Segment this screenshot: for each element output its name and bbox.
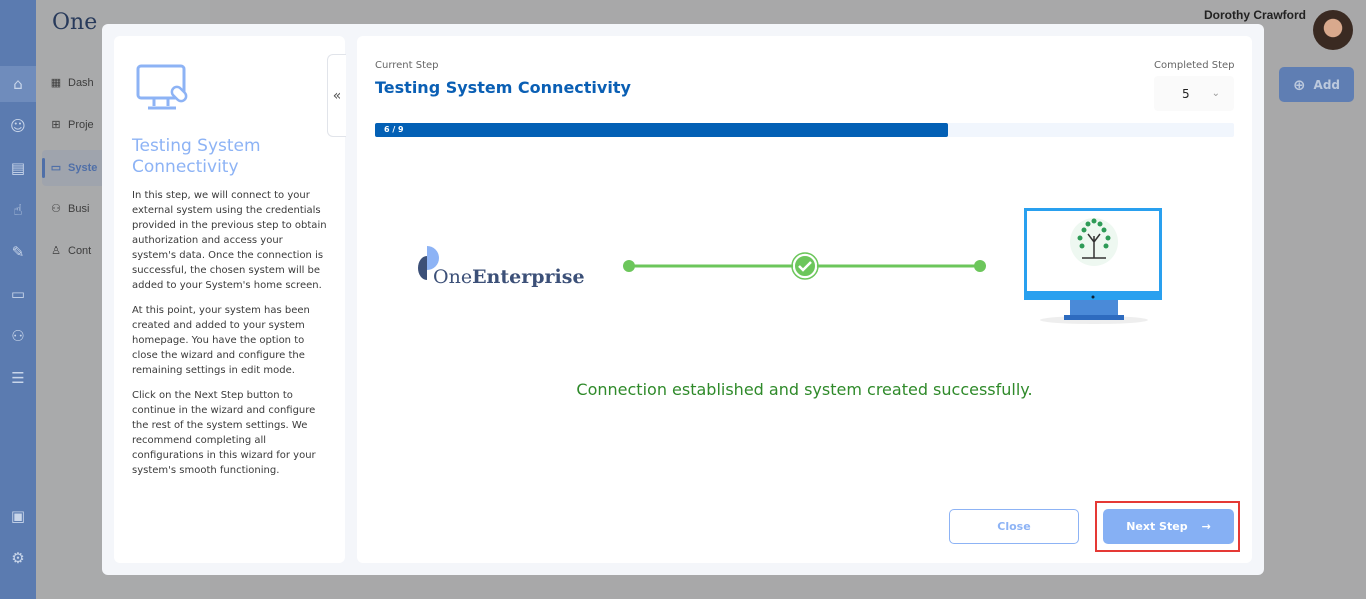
app-logo: One <box>52 10 98 35</box>
icon-rail: ⌂ ☺ ▤ ☝ ✎ ▭ ⚇ ☰ ▣ ⚙ <box>0 0 36 599</box>
tools-icon[interactable]: ✎ <box>11 243 25 261</box>
people-icon[interactable]: ⚇ <box>11 327 25 345</box>
nav-label: Dash <box>68 76 94 89</box>
highlight-box <box>1095 501 1240 552</box>
nav-item-systems[interactable]: ▭ Syste <box>50 161 98 175</box>
current-step-title: Testing System Connectivity <box>375 78 631 97</box>
completed-step-value: 5 <box>1181 86 1190 101</box>
plus-circle-icon: ⊕ <box>1292 75 1306 94</box>
wizard-info-panel: Testing System Connectivity In this step… <box>114 36 345 563</box>
step-title: Testing System Connectivity <box>132 136 261 177</box>
completed-step-select[interactable]: 5⌄ <box>1154 76 1234 111</box>
close-label: Close <box>997 520 1031 533</box>
completed-step-label: Completed Step <box>1154 60 1235 71</box>
nav-label: Proje <box>68 118 94 131</box>
step-description: In this step, we will connect to your ex… <box>132 190 327 291</box>
wizard-modal: Testing System Connectivity In this step… <box>102 24 1264 575</box>
gear-icon[interactable]: ⚙ <box>11 549 25 567</box>
step-description: At this point, your system has been crea… <box>132 305 310 376</box>
start-dot <box>623 260 635 272</box>
server-icon[interactable]: ☰ <box>11 369 25 387</box>
rail-active-indicator <box>0 66 36 102</box>
end-dot <box>974 260 986 272</box>
progress-fill: 6 / 9 <box>375 123 948 137</box>
nav-item-projects[interactable]: ⊞ Proje <box>50 118 94 132</box>
next-label: Next Step <box>1126 520 1188 533</box>
dashboard-icon: ▦ <box>50 77 62 89</box>
brand-text: OneEnterprise <box>433 266 585 288</box>
chevron-down-icon: ⌄ <box>1211 88 1220 99</box>
store-icon[interactable]: ▤ <box>10 159 26 177</box>
chevrons-left-icon: « <box>332 87 342 104</box>
nav-item-dashboard[interactable]: ▦ Dash <box>50 76 94 90</box>
progress-bar: 6 / 9 <box>375 123 1234 137</box>
home-icon[interactable]: ⌂ <box>13 75 23 93</box>
wizard-main-panel: Current Step Testing System Connectivity… <box>357 36 1252 563</box>
connection-line <box>623 252 986 280</box>
nav-label: Busi <box>68 202 90 215</box>
people-icon: ⚇ <box>51 203 61 215</box>
step-description: Click on the Next Step button to continu… <box>132 390 316 476</box>
nav-item-business[interactable]: ⚇ Busi <box>50 202 90 216</box>
logo-mark <box>418 246 439 280</box>
brand-enterprise: Enterprise <box>472 266 585 288</box>
add-button[interactable]: ⊕ Add <box>1279 67 1354 102</box>
current-step-label: Current Step <box>375 60 439 71</box>
brand-one: One <box>433 266 473 288</box>
person-icon: ♙ <box>51 245 61 257</box>
close-button[interactable]: Close <box>949 509 1079 544</box>
arrow-right-icon: → <box>1201 520 1211 533</box>
check-circle-icon <box>793 254 817 278</box>
nav-label: Syste <box>68 161 98 174</box>
nav-label: Cont <box>68 244 92 257</box>
hierarchy-icon: ⊞ <box>51 119 61 131</box>
next-step-button[interactable]: Next Step → <box>1103 509 1234 544</box>
nav-item-contacts[interactable]: ♙ Cont <box>50 244 92 258</box>
avatar[interactable] <box>1313 10 1353 50</box>
touch-icon[interactable]: ☝ <box>13 201 23 219</box>
success-message: Connection established and system create… <box>576 380 1033 399</box>
screen-grid-icon[interactable]: ▣ <box>10 507 26 525</box>
users-icon[interactable]: ☺ <box>10 117 26 135</box>
systems-icon: ▭ <box>50 162 62 174</box>
add-label: Add <box>1313 77 1341 92</box>
user-name[interactable]: Dorothy Crawford <box>1204 8 1306 22</box>
collapse-panel-button[interactable]: « <box>327 54 346 137</box>
monitor-link-icon <box>136 64 188 110</box>
external-system-monitor-icon <box>1024 208 1162 324</box>
monitor-chart-icon[interactable]: ▭ <box>10 285 26 303</box>
